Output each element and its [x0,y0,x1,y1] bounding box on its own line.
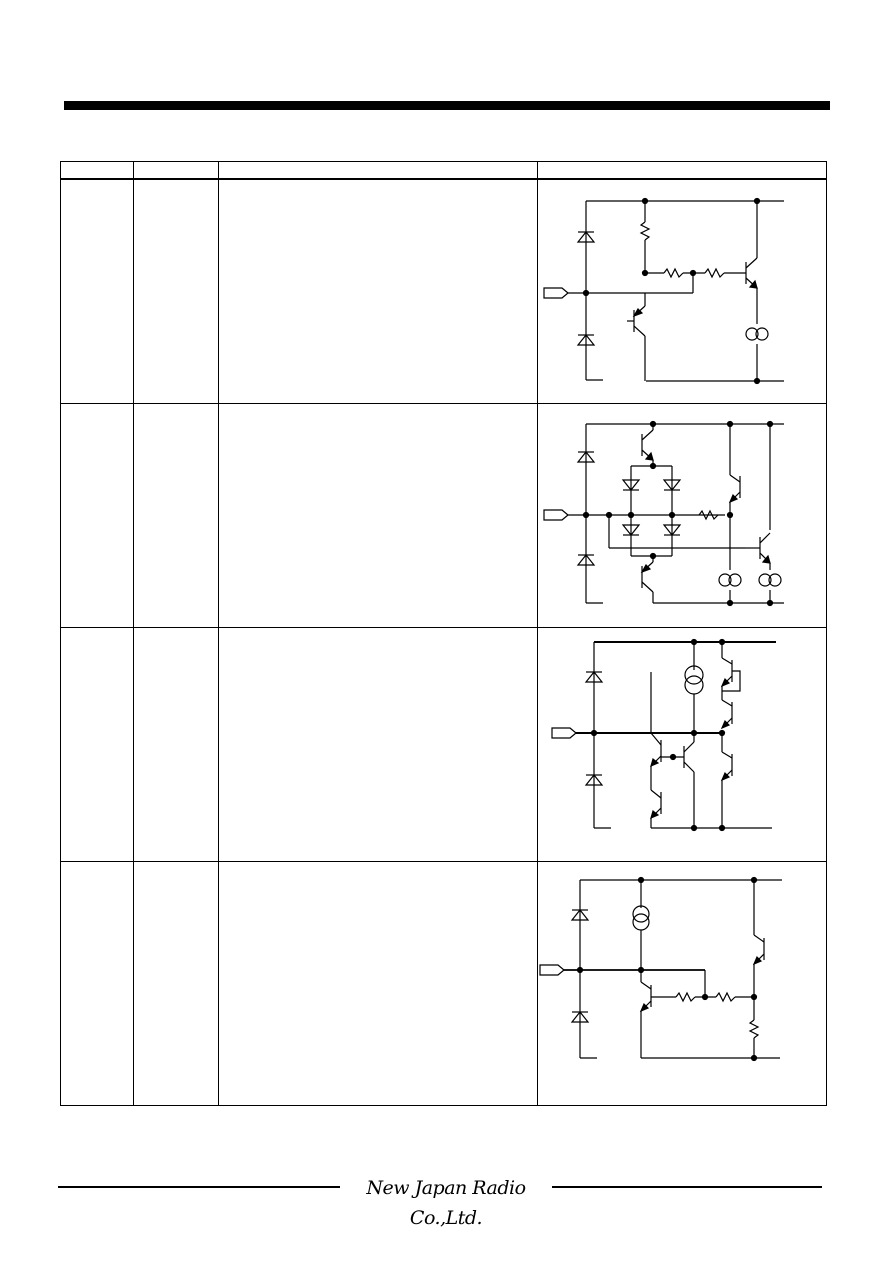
table-header-row [60,161,827,180]
table-row [60,626,827,862]
cell-description [218,402,538,628]
cell-schematic [537,178,827,404]
header-schematic [537,161,827,180]
footer-rule-right [552,1186,822,1188]
cell-symbol [133,626,219,862]
cell-symbol [133,178,219,404]
table-row [60,860,827,1106]
header-symbol [133,161,219,180]
header-description [218,161,538,180]
schematic-darlington-totem [551,638,776,831]
cell-pin [60,178,134,404]
table-row [60,402,827,628]
cell-description [218,860,538,1106]
table-row [60,178,827,404]
schematic-input-emitter-follower [543,197,784,385]
pin-description-table [60,161,827,1106]
schematic-current-source-divider [539,876,782,1061]
header-rule [64,101,830,110]
cell-symbol [133,860,219,1106]
cell-pin [60,402,134,628]
cell-schematic [537,402,827,628]
cell-pin [60,626,134,862]
cell-symbol [133,402,219,628]
footer-rule-left [58,1186,340,1188]
header-pin [60,161,134,180]
company-logo: New Japan Radio Co.,Ltd. [366,1177,526,1229]
cell-description [218,178,538,404]
cell-pin [60,860,134,1106]
cell-schematic [537,860,827,1106]
schematic-diode-bridge-buffer [543,420,784,606]
cell-schematic [537,626,827,862]
cell-description [218,626,538,862]
